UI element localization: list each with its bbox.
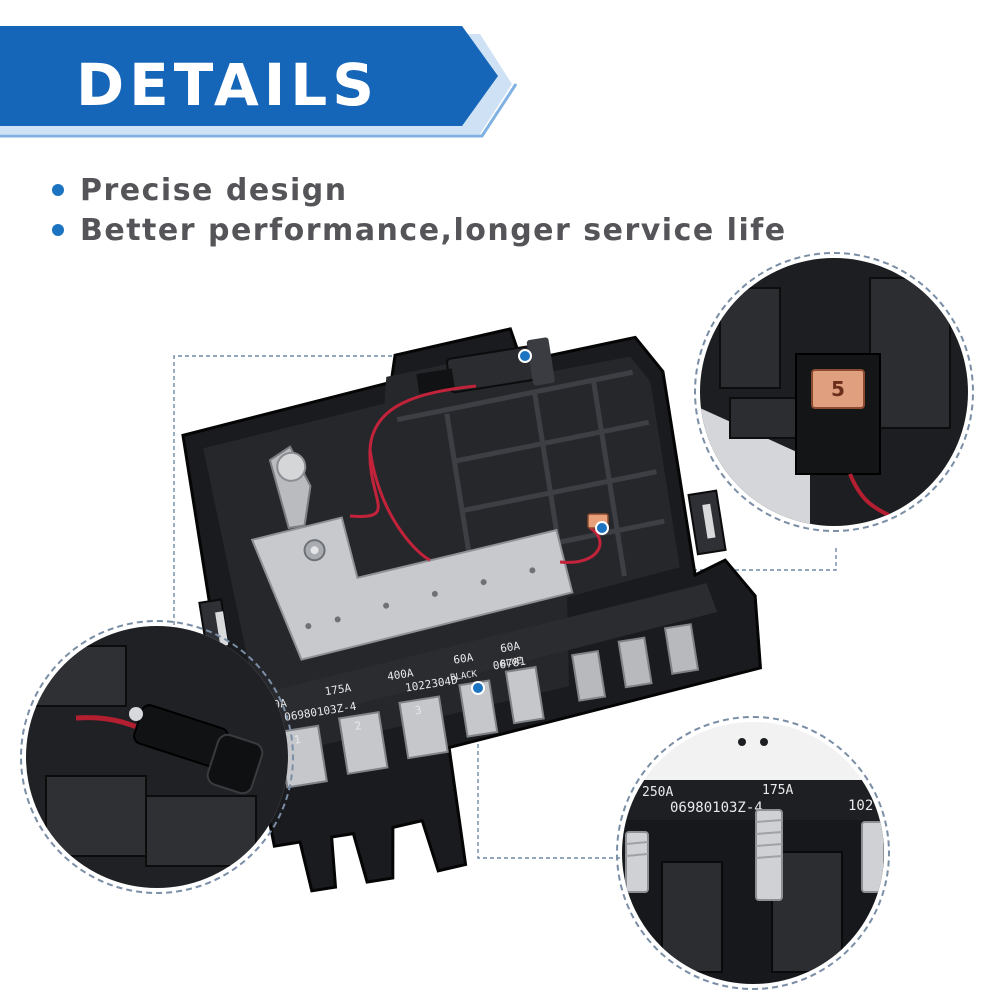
label-part-right: 06781: [492, 655, 527, 673]
fuse-rating-label: 5: [831, 377, 845, 401]
label-175a: 175A: [762, 783, 793, 798]
feature-text: Better performance,longer service life: [80, 212, 787, 248]
terminal-markings: 250A 175A 06980103Z-4 102: [642, 783, 873, 816]
label-part-number-cut: 102: [848, 798, 873, 814]
callout-dots: [471, 349, 609, 695]
feature-item: Better performance,longer service life: [52, 210, 787, 250]
details-banner: DETAILS: [0, 26, 520, 142]
label-terminal-2: 2: [354, 719, 363, 733]
terminal-closeup: 250A 175A 06980103Z-4 102: [622, 722, 884, 984]
label-60a: 60A: [452, 651, 474, 667]
label-60a: 60A: [499, 639, 521, 655]
fuse-closeup: 5: [700, 258, 968, 526]
label-black: BLACK: [450, 669, 479, 683]
label-terminal-3: 3: [414, 704, 423, 718]
fuse-icon: [811, 369, 865, 409]
label-175a: 175A: [324, 681, 353, 698]
banner-title: DETAILS: [76, 51, 380, 119]
banner-arrow-shape: [0, 26, 518, 138]
connector-closeup: [26, 626, 288, 888]
label-250a: 250A: [642, 785, 673, 800]
label-terminal-1: 1: [293, 733, 302, 747]
feature-item: Precise design: [52, 170, 787, 210]
zoom-connector-detail: [26, 626, 288, 888]
terminal-blocks: [277, 623, 700, 789]
label-part-number: 06980103Z-4: [670, 800, 763, 816]
label-blue: BLUE: [500, 656, 523, 669]
bullet-dot-icon: [52, 224, 64, 236]
label-400a: 400A: [386, 666, 415, 683]
zoom-fuse-detail: 5: [700, 258, 968, 526]
red-wire: [559, 526, 602, 564]
feature-list: Precise design Better performance,longer…: [52, 170, 787, 250]
feature-text: Precise design: [80, 172, 348, 208]
zoom-terminal-detail: 250A 175A 06980103Z-4 102: [622, 722, 884, 984]
bullet-dot-icon: [52, 184, 64, 196]
red-wire: [349, 384, 477, 562]
